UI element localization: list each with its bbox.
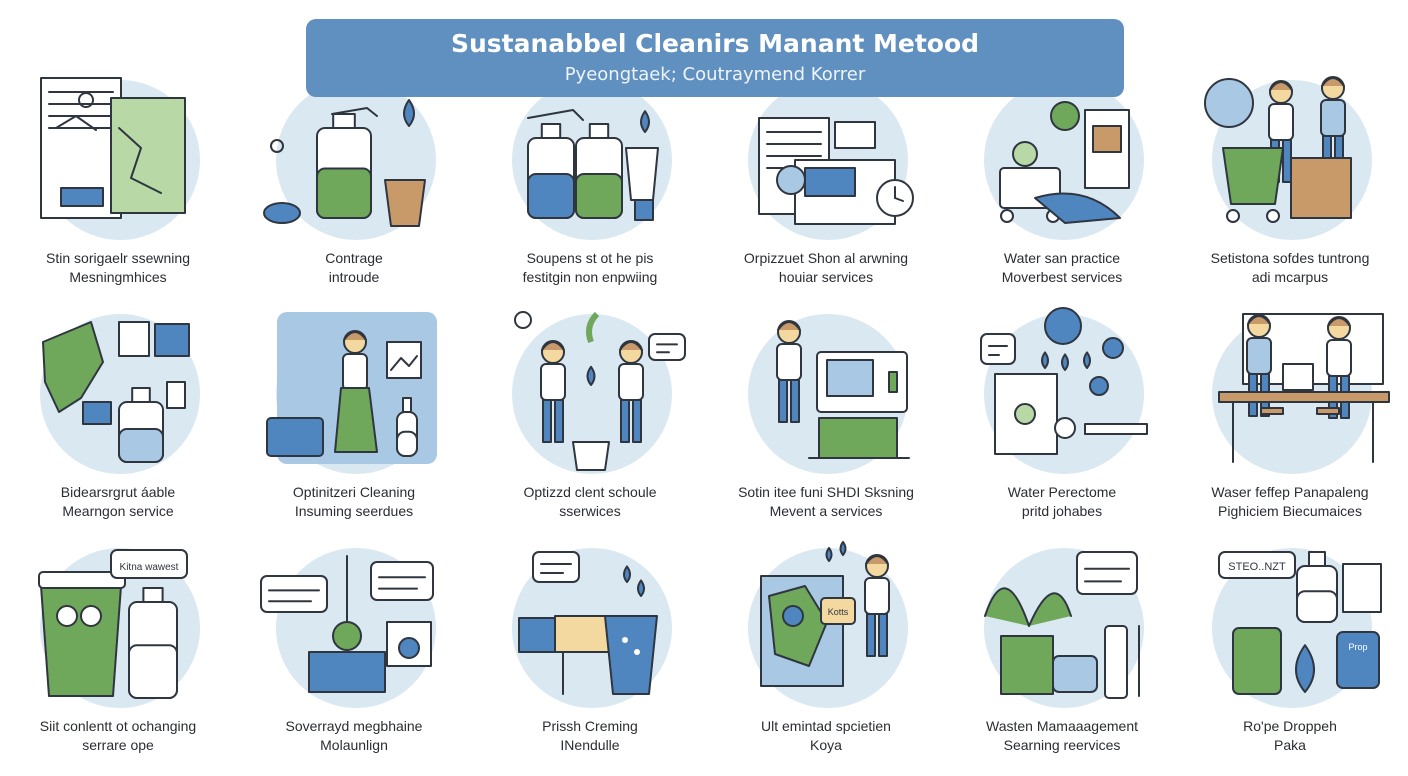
caption-line-2: Pighiciem Biecumaices: [1218, 503, 1362, 519]
water-drops-icon: [980, 307, 1148, 455]
caption-line-1: Ult emintad spcietien: [761, 718, 891, 734]
mop-bucket-icon: [518, 551, 658, 695]
card-caption: Optizzd clent schoule sserwices: [473, 483, 707, 521]
card-caption: Siit conlentt ot ochanging serrare ope: [1, 717, 235, 755]
caption-line-1: Soverrayd megbhaine: [285, 718, 423, 734]
jars-drop-icon: STEO..NZT Prop: [1218, 551, 1382, 695]
people-discussion-icon: [514, 311, 686, 471]
page-subtitle: Pyeongtaek; Coutraymend Korrer: [564, 64, 866, 85]
cleaner-worker-icon: [266, 312, 437, 464]
plant-tools-icon: [984, 551, 1140, 699]
spray-bottle-bucket-icon: [263, 73, 426, 227]
caption-line-2: Mevent a services: [769, 503, 883, 519]
info-card: Soupens st ot he pis festitgin non enpwii…: [473, 68, 707, 308]
caption-line-2: serrare ope: [82, 737, 154, 753]
jar-label: Prop: [1348, 642, 1367, 652]
caption-line-1: Waser feffep Panapaleng: [1211, 484, 1369, 500]
office-workers-icon: [1218, 313, 1390, 463]
card-caption: Setistona sofdes tuntrong adi mcarpus: [1173, 249, 1407, 287]
caption-line-1: Water san practice: [1003, 250, 1121, 266]
caption-line-2: houiar services: [778, 269, 874, 285]
caption-line-2: INendulle: [560, 737, 620, 753]
caption-line-1: Optizzd clent schoule: [523, 484, 657, 500]
caption-line-2: festitgin non enpwiing: [522, 269, 658, 285]
caption-line-2: adi mcarpus: [1251, 269, 1329, 285]
cleaning-cart-icon: [260, 555, 434, 693]
laundry-cart-icon: [999, 101, 1130, 224]
info-card: Water Perectome pritd johabes: [945, 302, 1179, 542]
caption-line-2: Searning reervices: [1003, 737, 1121, 753]
jar-bubble-label: STEO..NZT: [1228, 561, 1286, 573]
caption-line-2: introude: [328, 269, 380, 285]
caption-line-1: Bidearsrgrut áable: [60, 484, 176, 500]
caption-line-1: Orpizzuet Shon al arwning: [743, 250, 909, 266]
info-card: Setistona sofdes tuntrong adi mcarpus: [1173, 68, 1407, 308]
trash-bin-bottle-icon: Kitna wawest: [38, 549, 188, 699]
caption-line-2: sserwices: [559, 503, 621, 519]
map-woman-icon: Kotts: [760, 541, 890, 687]
caption-line-1: Ro'pe Droppeh: [1243, 718, 1337, 734]
caption-line-1: Wasten Mamaaagement: [986, 718, 1138, 734]
cleaning-bottles-icon: [527, 109, 659, 221]
caption-line-2: Moverbest services: [1001, 269, 1123, 285]
caption-line-1: Siit conlentt ot ochanging: [39, 718, 197, 734]
caption-line-2: pritd johabes: [1021, 503, 1103, 519]
card-caption: Contrage introude: [237, 249, 471, 287]
family-shopping-icon: [1204, 76, 1352, 223]
caption-line-1: Water Perectome: [1007, 484, 1117, 500]
map-document-icon: [40, 77, 186, 219]
page-title: Sustanabbel Cleanirs Manant Metood: [450, 29, 980, 58]
info-card: Orpizzuet Shon al arwning houiar services: [709, 68, 943, 308]
regional-map-icon: [42, 321, 190, 463]
caption-line-1: Stin sorigaelr ssewning: [46, 250, 190, 266]
caption-line-2: Insuming seerdues: [294, 503, 414, 519]
caption-line-1: Soupens st ot he pis: [526, 250, 654, 266]
card-caption: Water Perectome pritd johabes: [945, 483, 1179, 521]
caption-line-1: Prissh Creming: [542, 718, 638, 734]
caption-line-1: Contrage: [325, 250, 383, 266]
caption-line-1: Optinitzeri Cleaning: [292, 484, 416, 500]
caption-line-2: Mesningmhices: [69, 269, 167, 285]
caption-line-2: Molaunlign: [320, 737, 388, 753]
map-sign-label: Kotts: [828, 607, 849, 617]
info-card: Optizzd clent schoule sserwices: [473, 302, 707, 542]
card-caption: Orpizzuet Shon al arwning houiar services: [709, 249, 943, 287]
header-banner: Sustanabbel Cleanirs Manant Metood Pyeon…: [306, 19, 1124, 97]
card-caption: Soupens st ot he pis festitgin non enpwii…: [473, 249, 707, 287]
caption-line-2: Paka: [1274, 737, 1306, 753]
bin-bubble-label: Kitna wawest: [120, 562, 179, 573]
caption-line-1: Sotin itee funi SHDI Sksning: [738, 484, 914, 500]
monitor-clock-icon: [758, 117, 914, 225]
caption-line-2: Mearngon service: [62, 503, 174, 519]
worker-computer-icon: [776, 320, 910, 459]
caption-line-2: Koya: [810, 737, 842, 753]
caption-line-1: Setistona sofdes tuntrong: [1210, 250, 1370, 266]
info-card: Contrage introude: [237, 68, 471, 308]
